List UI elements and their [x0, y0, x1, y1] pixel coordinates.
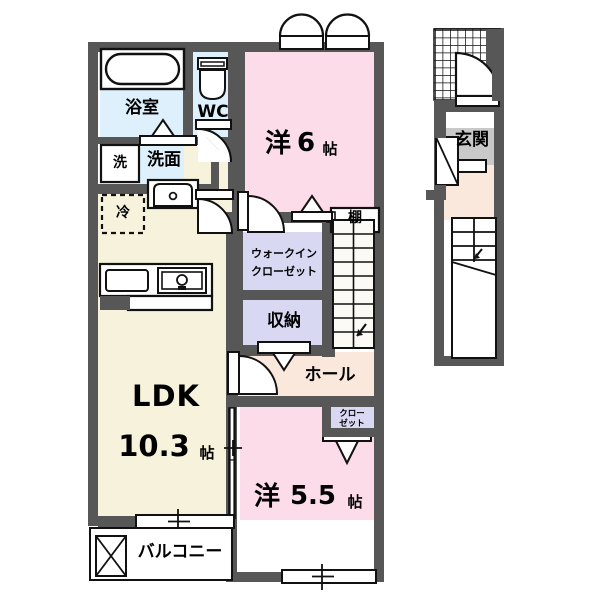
label-hall: ホール: [304, 365, 356, 385]
label-bath: 浴室: [125, 98, 159, 118]
label-walkin-closet-line1: ウォークイン: [251, 247, 317, 260]
room-toilet: [192, 52, 234, 144]
label-western55-size: 5.5: [289, 481, 337, 511]
label-closet55-line1: クロー: [339, 409, 365, 419]
label-western6-size: 6: [296, 128, 316, 158]
room-ldk: [98, 190, 232, 520]
label-washroom: 洗面: [147, 150, 181, 170]
label-entrance: 玄関: [455, 130, 489, 150]
label-ldk: LDK: [131, 379, 201, 413]
label-storage: 収納: [267, 311, 301, 331]
label-ldk-size: 10.3: [118, 429, 190, 463]
room-walkin-closet: [240, 232, 326, 290]
room-storage: [240, 300, 326, 346]
label-western55-kanji: 洋: [253, 482, 280, 512]
label-walkin-closet-line2: クローゼット: [251, 265, 317, 278]
label-western55-unit: 帖: [347, 493, 363, 511]
label-closet55-line2: ゼット: [339, 419, 365, 429]
room-western-6-lower: [245, 52, 329, 212]
label-fridge: 冷: [116, 205, 130, 221]
label-washer: 洗: [113, 155, 127, 171]
label-ldk-unit: 帖: [199, 444, 215, 462]
label-shelf: 棚: [348, 210, 362, 226]
label-toilet: WC: [197, 102, 229, 122]
label-western6-kanji: 洋: [264, 129, 291, 159]
label-western6-unit: 帖: [322, 140, 338, 158]
label-balcony: バルコニー: [137, 542, 223, 562]
stair-shaft-background: [331, 218, 374, 352]
entrance-hall-notch: [436, 165, 454, 193]
